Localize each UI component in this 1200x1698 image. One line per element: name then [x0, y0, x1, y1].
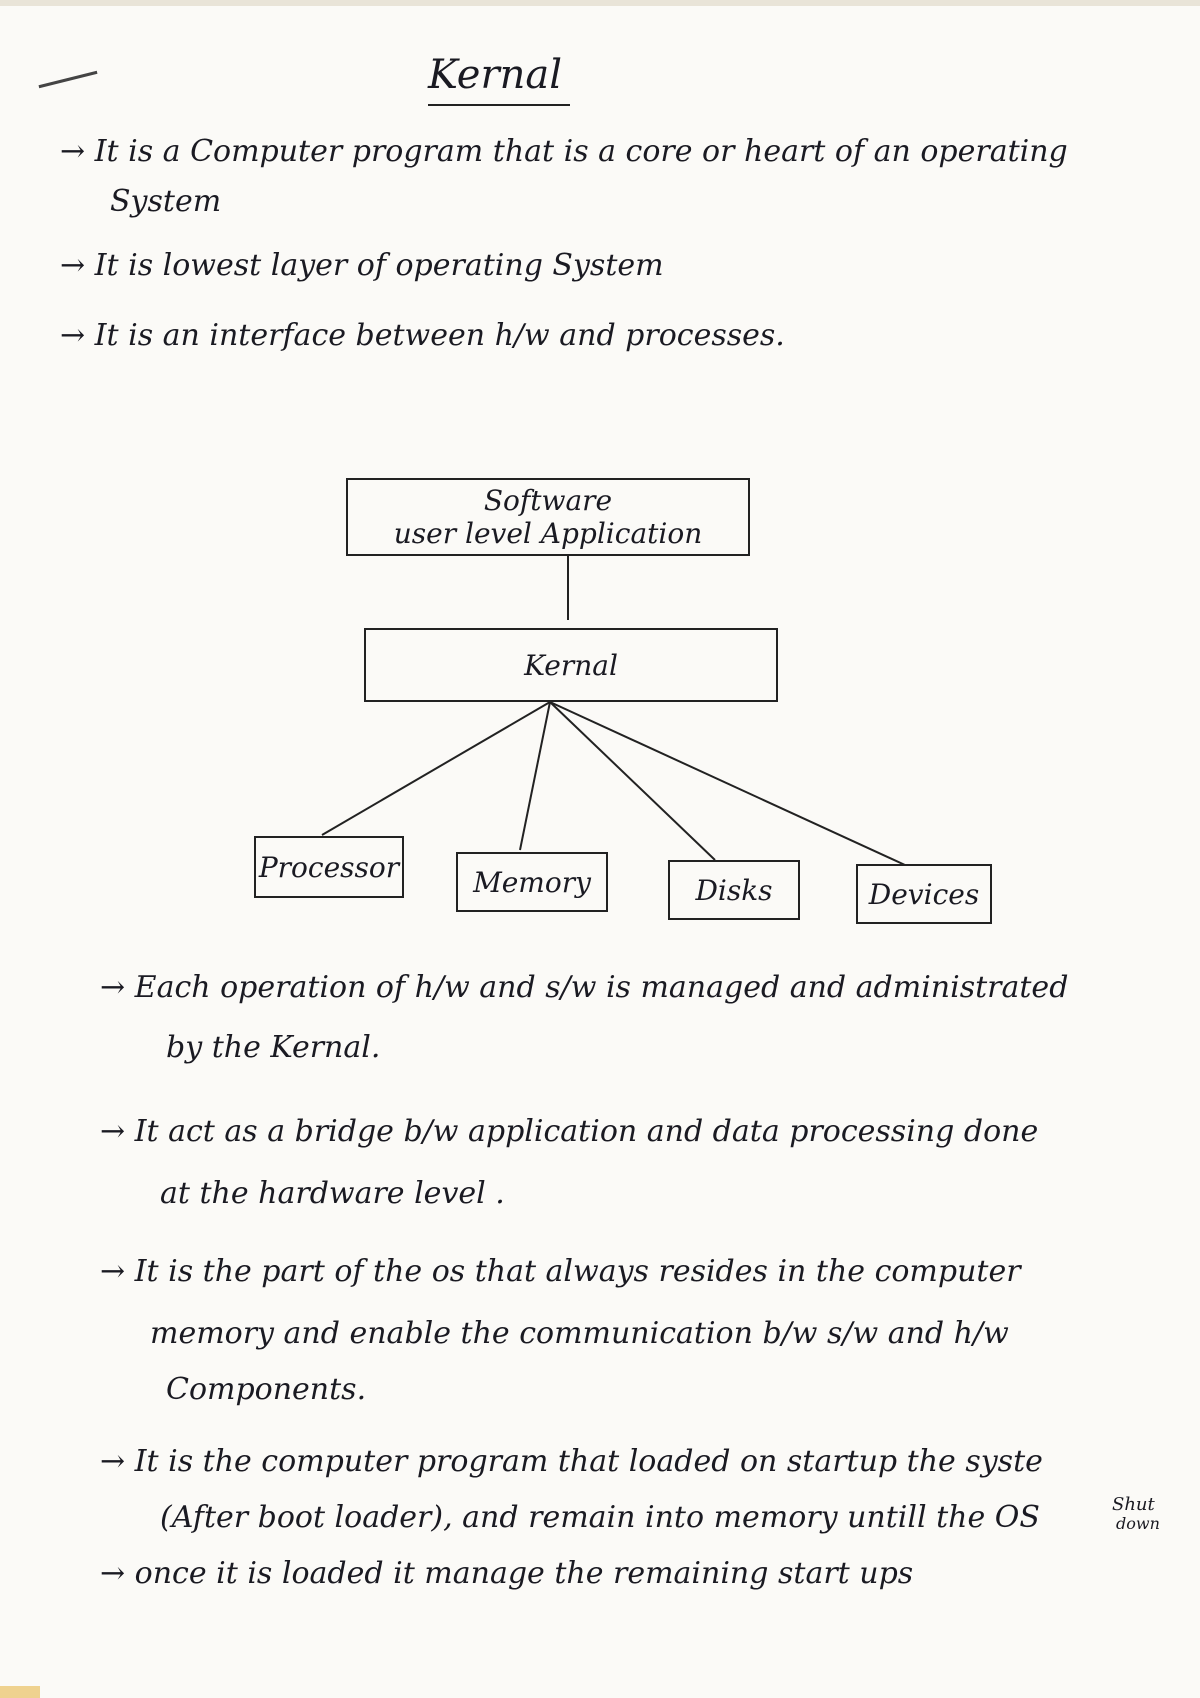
kernel-box-label: Kernal: [524, 648, 618, 682]
note-line-10: → once it is loaded it manage the remain…: [100, 1556, 914, 1591]
note-shut-word: Shut: [1112, 1494, 1155, 1515]
title-underline: [428, 104, 570, 106]
page-edge-mark: [0, 1686, 40, 1698]
devices-box-label: Devices: [868, 877, 980, 911]
note-line-8: → It is the computer program that loaded…: [100, 1444, 1043, 1479]
kernel-devices-connector: [549, 701, 906, 866]
memory-box-label: Memory: [473, 865, 591, 899]
software-box: Software user level Application: [346, 478, 750, 556]
note-line-2: by the Kernal.: [166, 1030, 381, 1065]
page-top-edge: [0, 0, 1200, 6]
note-line-9: (After boot loader), and remain into mem…: [160, 1500, 1040, 1535]
intro-line-2: System: [110, 184, 222, 219]
note-line-4: at the hardware level .: [160, 1176, 505, 1211]
note-line-7: Components.: [166, 1372, 367, 1407]
processor-box-label: Processor: [258, 850, 400, 884]
disks-box-label: Disks: [695, 873, 773, 907]
note-line-3: → It act as a bridge b/w application and…: [100, 1114, 1039, 1149]
kernel-memory-connector: [519, 701, 551, 851]
margin-tick-mark: [38, 70, 98, 89]
software-box-subtitle: user level Application: [393, 517, 703, 550]
kernel-box: Kernal: [364, 628, 778, 702]
note-down-word: down: [1116, 1514, 1160, 1533]
note-line-1: → Each operation of h/w and s/w is manag…: [100, 970, 1069, 1005]
note-line-5: → It is the part of the os that always r…: [100, 1254, 1021, 1289]
kernel-processor-connector: [321, 701, 551, 836]
note-line-6: memory and enable the communication b/w …: [150, 1316, 1009, 1351]
intro-line-1: → It is a Computer program that is a cor…: [60, 134, 1068, 169]
memory-box: Memory: [456, 852, 608, 912]
kernel-disks-connector: [549, 701, 716, 861]
devices-box: Devices: [856, 864, 992, 924]
disks-box: Disks: [668, 860, 800, 920]
intro-line-3: → It is lowest layer of operating System: [60, 248, 664, 283]
intro-line-4: → It is an interface between h/w and pro…: [60, 318, 785, 353]
page-title: Kernal: [427, 52, 562, 98]
processor-box: Processor: [254, 836, 404, 898]
software-box-title: Software: [483, 484, 613, 517]
